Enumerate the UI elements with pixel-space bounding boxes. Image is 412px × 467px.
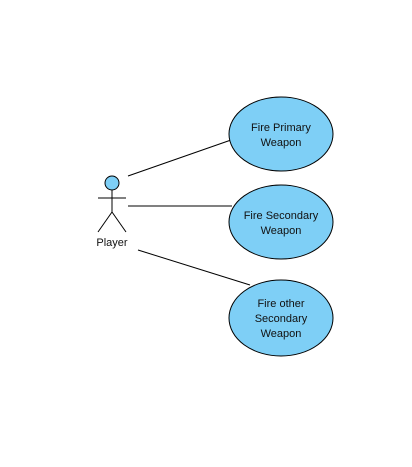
- use-case-label-line: Fire other: [257, 298, 304, 310]
- use-case-fire-other-secondary-weapon[interactable]: Fire other Secondary Weapon: [228, 279, 334, 357]
- use-case-fire-secondary-weapon[interactable]: Fire Secondary Weapon: [228, 184, 334, 260]
- actor-head-icon: [104, 175, 120, 191]
- actor-player[interactable]: Player: [96, 175, 128, 249]
- actor-left-leg: [97, 211, 113, 233]
- use-case-ellipse: [228, 279, 334, 357]
- use-case-label-line: Weapon: [261, 225, 302, 237]
- use-case-ellipse: [228, 184, 334, 260]
- association-line-player-uc1: [127, 139, 232, 177]
- use-case-label-line: Fire Primary: [251, 122, 311, 134]
- use-case-fire-primary-weapon[interactable]: Fire Primary Weapon: [228, 96, 334, 172]
- use-case-label-line: Fire Secondary: [244, 210, 319, 222]
- use-case-label-line: Secondary: [255, 313, 308, 325]
- use-case-label-line: Weapon: [261, 328, 302, 340]
- use-case-label-line: Weapon: [261, 137, 302, 149]
- actor-name-label: Player: [96, 237, 128, 249]
- actor-right-leg: [111, 211, 127, 233]
- use-case-ellipse: [228, 96, 334, 172]
- association-line-player-uc3: [137, 249, 251, 286]
